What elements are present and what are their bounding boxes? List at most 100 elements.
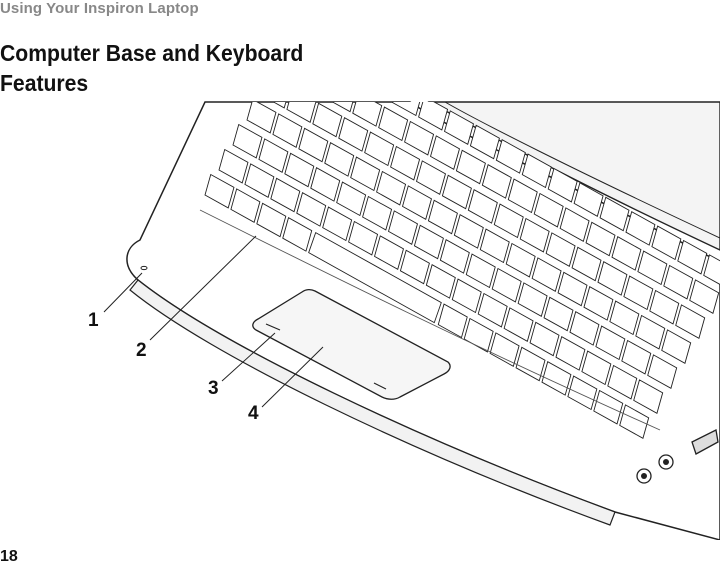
keyboard-key — [439, 239, 470, 274]
keyboard-key — [390, 145, 421, 181]
keyboard-key — [404, 120, 435, 156]
keyboard-key — [491, 267, 522, 303]
keyboard-key — [427, 199, 458, 235]
keyboard-key — [387, 210, 419, 245]
keyboard-key — [541, 361, 572, 396]
keyboard-key — [677, 239, 708, 275]
keyboard-key — [463, 317, 494, 353]
keyboard-key — [597, 261, 628, 296]
keyboard-key — [493, 203, 524, 239]
keyboard-key — [531, 257, 562, 292]
keyboard-key — [635, 314, 666, 350]
keyboard-key — [573, 182, 604, 217]
keyboard-key — [443, 110, 475, 145]
keyboard-key — [555, 336, 586, 371]
keyboard-key — [479, 228, 510, 264]
callout-1: 1 — [88, 310, 99, 331]
keyboard-key — [246, 102, 277, 134]
keyboard-key — [350, 156, 381, 192]
keyboard-key — [581, 350, 612, 386]
keyboard-key — [258, 138, 289, 173]
keyboard-key — [465, 253, 496, 289]
touch-pad-button-right — [373, 382, 387, 390]
keyboard-key — [336, 181, 367, 217]
keyboard-key — [310, 167, 341, 202]
keyboard-key — [204, 173, 235, 209]
keyboard-key — [230, 188, 261, 223]
section-title: Computer Base and Keyboard Features — [0, 40, 304, 96]
keyboard-key — [543, 296, 574, 332]
keyboard-key — [547, 167, 578, 203]
keyboard-key — [282, 217, 313, 252]
keyboard — [204, 95, 720, 439]
keyboard-key — [599, 196, 630, 232]
keyboard-key — [593, 389, 624, 425]
keyboard-key — [298, 127, 329, 163]
keyboard-key — [503, 307, 534, 342]
keyboard-key — [469, 124, 500, 160]
keyboard-key — [609, 300, 640, 336]
keyboard-key — [392, 102, 423, 117]
keyboard-key — [481, 164, 512, 199]
keyboard-key — [625, 211, 656, 246]
keyboard-key — [272, 113, 303, 148]
keyboard-key — [364, 131, 395, 167]
keyboard-key — [324, 142, 355, 177]
keyboard-key — [322, 206, 353, 242]
keyboard-key — [507, 178, 538, 214]
keyboard-key — [301, 95, 330, 97]
keyboard-key — [373, 235, 405, 270]
keyboard-key — [689, 279, 720, 314]
touch-pad-button-left — [265, 323, 281, 331]
keyboard-key — [352, 102, 383, 127]
keyboard-key — [312, 102, 343, 138]
keyboard-key — [441, 174, 472, 210]
keyboard-key — [585, 221, 616, 257]
keyboard-key — [218, 148, 249, 184]
keyboard-key — [256, 202, 287, 238]
side-ports — [636, 429, 719, 484]
keyboard-key — [595, 325, 626, 361]
keyboard-key — [569, 311, 600, 346]
keyboard-key — [505, 242, 536, 278]
keyboard-key — [651, 225, 682, 261]
keyboard-key — [338, 117, 369, 152]
keyboard-key — [611, 236, 642, 271]
keyboard-key — [521, 153, 552, 189]
running-header: Using Your Inspiron Laptop — [0, 0, 199, 17]
keyboard-key — [675, 304, 706, 339]
keyboard-key — [519, 217, 550, 253]
keyboard-key — [270, 177, 301, 213]
keyboard-key — [244, 163, 275, 198]
keyboard-key — [232, 123, 263, 159]
keyboard-key — [362, 195, 393, 231]
hdmi-port — [691, 429, 719, 455]
keyboard-key — [376, 170, 407, 206]
keyboard-key — [348, 220, 379, 256]
keyboard-key — [413, 224, 444, 260]
keyboard-key — [621, 339, 652, 375]
keyboard-key — [623, 275, 654, 311]
keyboard-key — [378, 106, 409, 142]
keyboard-key — [633, 379, 664, 414]
keyboard-key — [619, 404, 650, 439]
keyboard-key — [495, 139, 526, 174]
callout-2: 2 — [136, 340, 147, 361]
touch-pad — [252, 288, 451, 400]
keyboard-key — [583, 286, 614, 321]
callout-3: 3 — [208, 378, 219, 399]
keyboard-key — [367, 95, 396, 101]
keyboard-key — [260, 102, 291, 109]
keyboard-key — [296, 192, 327, 227]
keyboard-key — [533, 192, 564, 228]
laptop-base-illustration: 1 2 3 4 — [88, 95, 720, 540]
keyboard-key — [637, 250, 668, 286]
keyboard-key — [467, 189, 498, 224]
keyboard-key — [517, 282, 548, 317]
keyboard-key — [477, 292, 508, 328]
keyboard-key — [647, 354, 678, 389]
keyboard-key — [418, 102, 449, 131]
keyboard-key — [401, 185, 433, 220]
keyboard-key — [703, 254, 720, 289]
keyboard-key — [557, 271, 588, 307]
